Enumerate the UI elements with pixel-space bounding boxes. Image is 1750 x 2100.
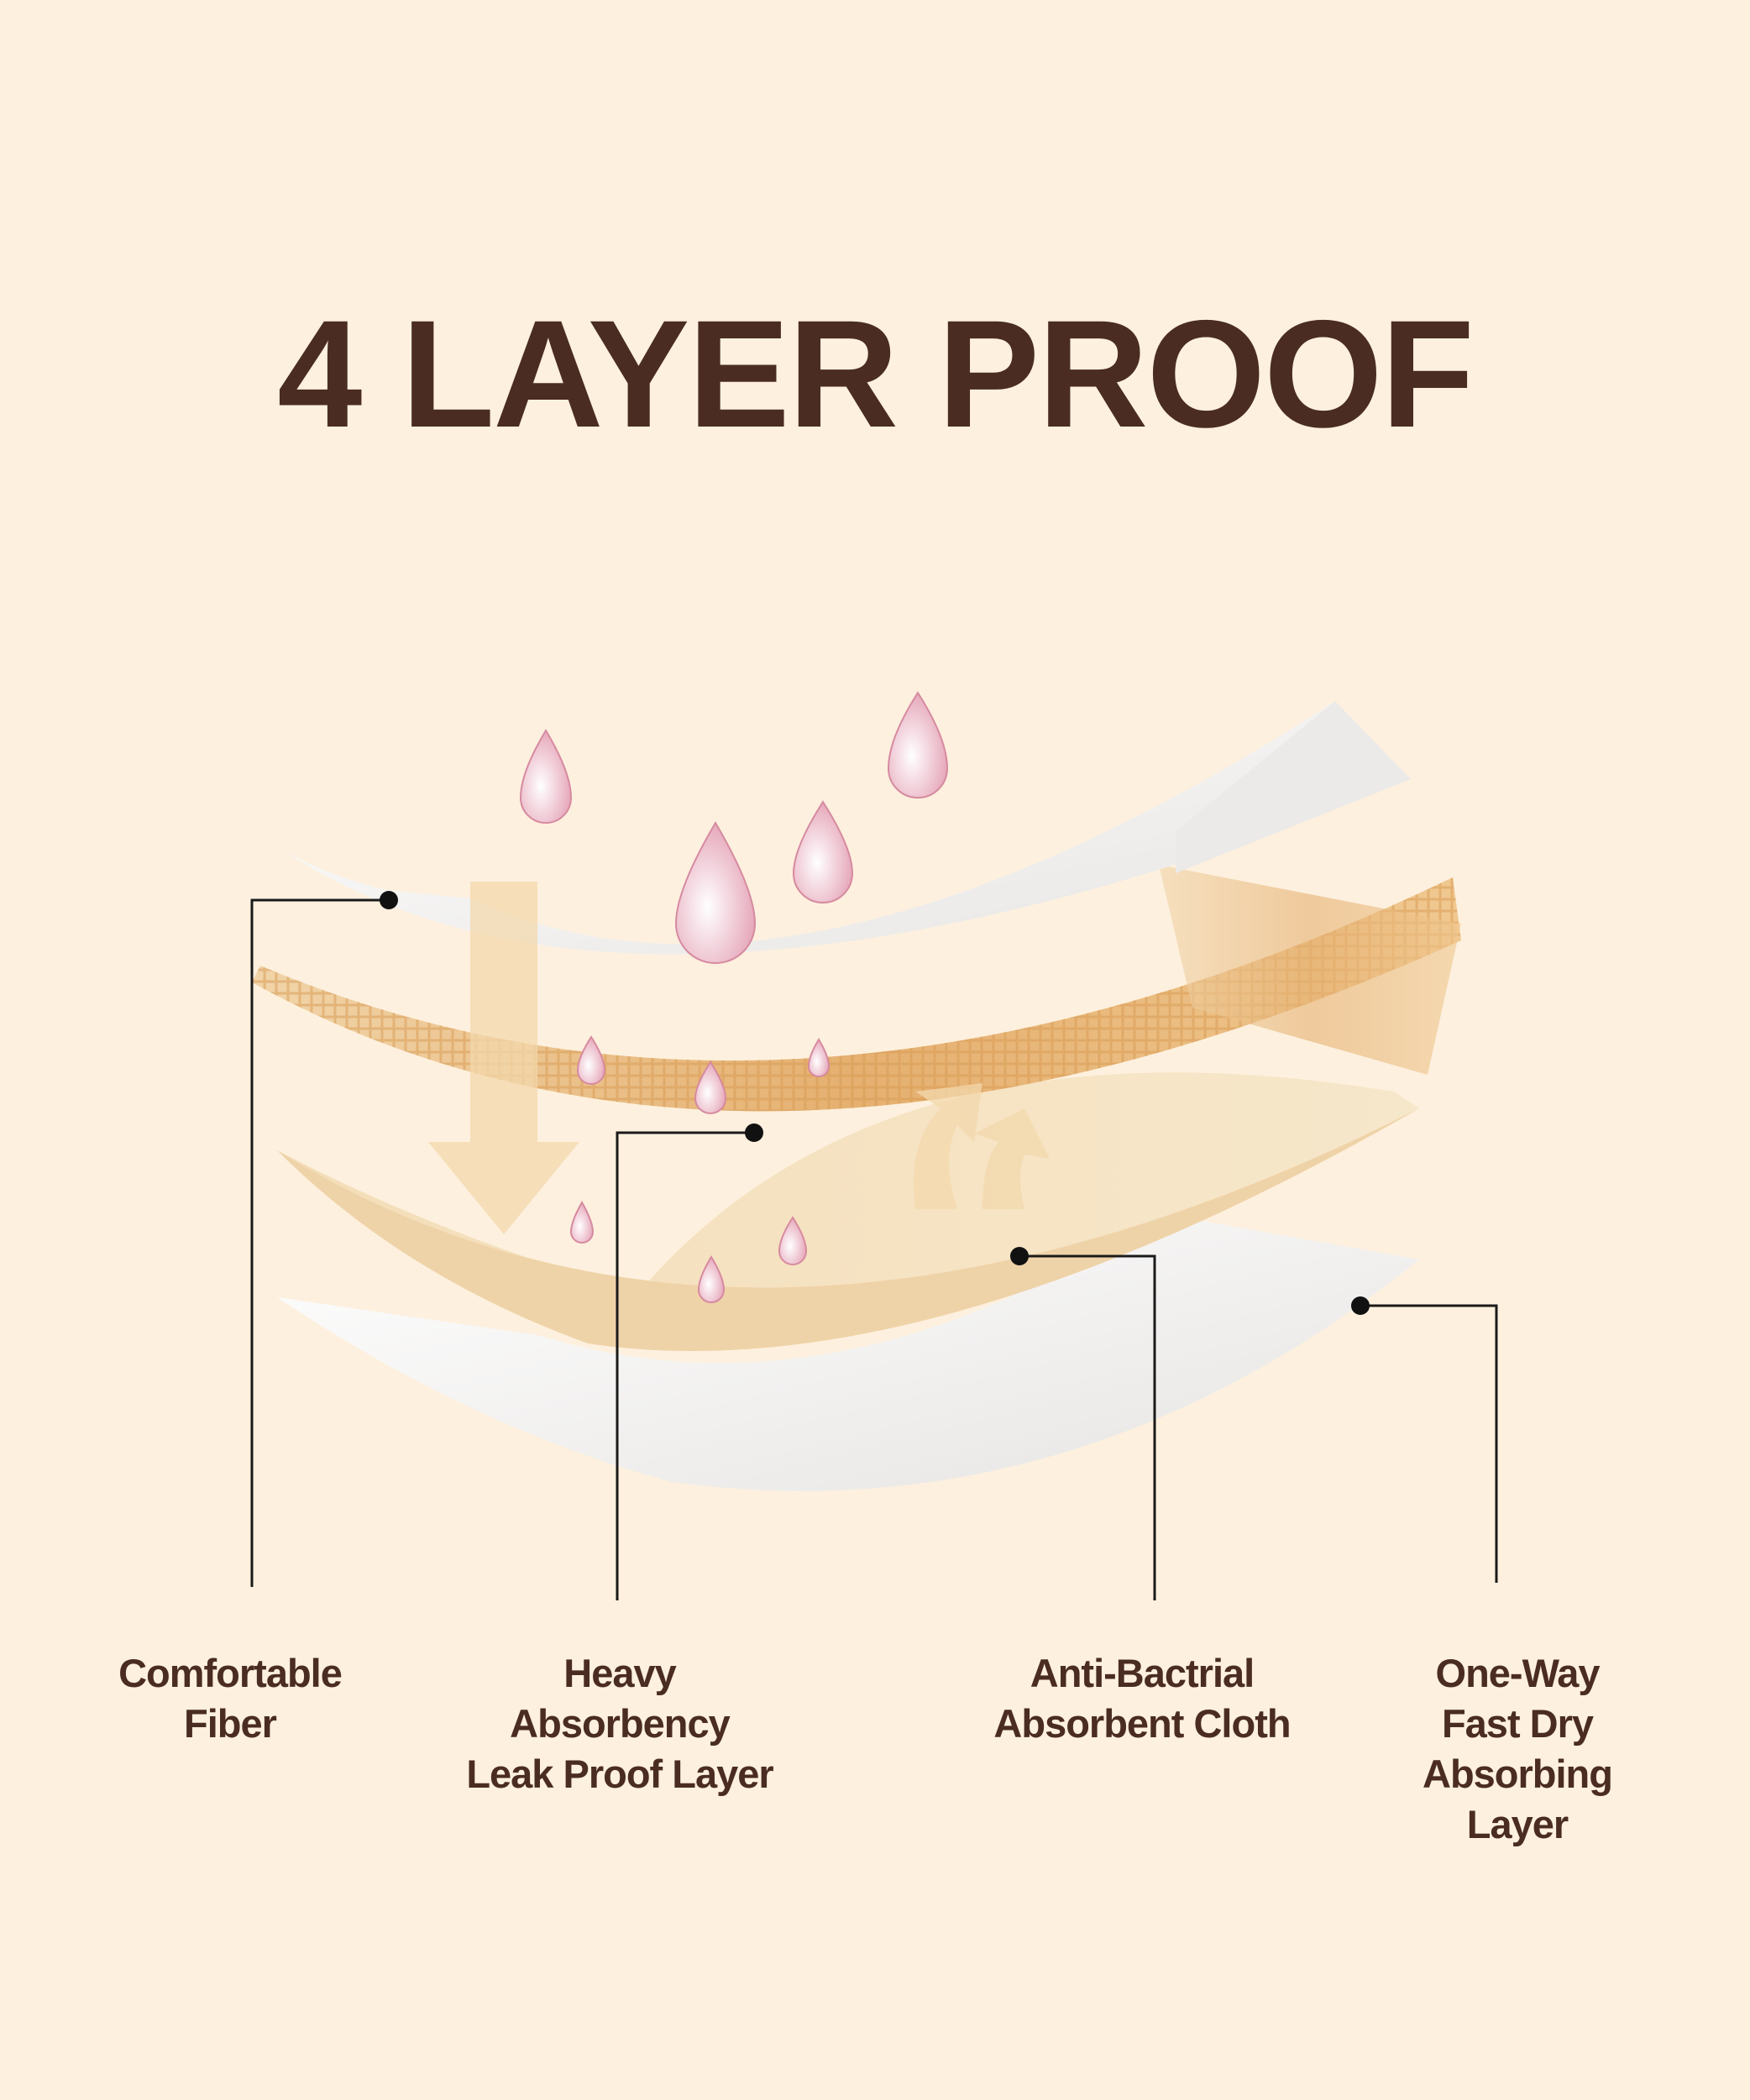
droplet-icon	[576, 1035, 606, 1085]
leader-line-comfortable-fiber	[250, 898, 389, 1587]
marker-dot	[745, 1123, 763, 1142]
label-heavy-absorbency: Heavy Absorbency Leak Proof Layer	[401, 1648, 838, 1799]
droplet-icon	[778, 1216, 808, 1265]
marker-dot	[1351, 1296, 1370, 1315]
label-line: Heavy	[563, 1651, 677, 1695]
leader-line-heavy-absorbency	[616, 1131, 754, 1600]
label-line: Absorbency	[510, 1701, 731, 1746]
label-line: One-Way	[1435, 1651, 1601, 1695]
label-comfortable-fiber: Comfortable Fiber	[12, 1648, 448, 1749]
label-anti-bactrial: Anti-Bactrial Absorbent Cloth	[924, 1648, 1360, 1749]
label-line: Layer	[1466, 1802, 1569, 1846]
label-line: Anti-Bactrial	[1030, 1651, 1255, 1695]
label-line: Absorbent Cloth	[993, 1701, 1291, 1746]
leader-lines	[250, 898, 1498, 1600]
bottom-white-layer	[277, 1213, 1419, 1491]
beige-absorbent-cloth-layer	[277, 1072, 1419, 1351]
marker-dot	[1010, 1247, 1029, 1265]
label-line: Absorbing	[1423, 1752, 1613, 1796]
leader-line-anti-bactrial	[1019, 1254, 1156, 1600]
droplet-icon	[519, 729, 573, 824]
label-line: Fast Dry	[1441, 1701, 1594, 1746]
droplet-icon	[694, 1060, 727, 1114]
droplet-icon	[792, 800, 854, 903]
label-line: Fiber	[184, 1701, 277, 1746]
marker-dot	[380, 891, 398, 909]
droplet-icon	[807, 1038, 830, 1077]
page-title: 4 LAYER PROOF	[277, 288, 1475, 459]
droplet-icon	[697, 1255, 726, 1303]
orange-mesh-layer	[252, 865, 1461, 1112]
droplet-icon	[887, 691, 949, 799]
label-one-way-fast-dry: One-Way Fast Dry Absorbing Layer	[1299, 1648, 1736, 1850]
droplets	[519, 691, 949, 1303]
leader-line-one-way	[1360, 1304, 1498, 1583]
label-line: Leak Proof Layer	[466, 1752, 773, 1796]
flow-arrows	[428, 882, 1050, 1234]
droplet-icon	[674, 821, 757, 964]
droplet-icon	[569, 1200, 595, 1244]
top-white-layer	[277, 701, 1411, 955]
label-line: Comfortable	[118, 1651, 343, 1695]
